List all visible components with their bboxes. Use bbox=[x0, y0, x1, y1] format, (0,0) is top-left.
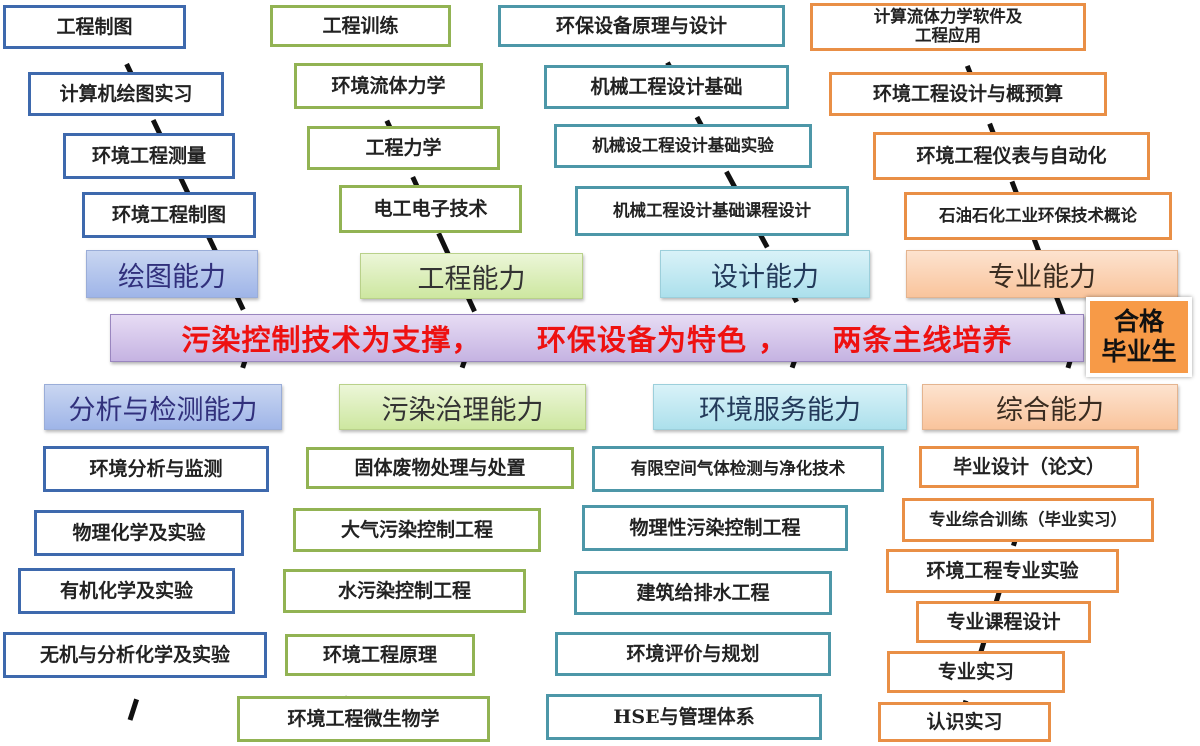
course-professional-project-design: 专业课程设计 bbox=[916, 601, 1091, 643]
qualified-graduate-box: 合格 毕业生 bbox=[1086, 297, 1192, 377]
category-pollution-control-ability: 污染治理能力 bbox=[339, 384, 586, 430]
course-graduation-thesis: 毕业设计（论文） bbox=[919, 446, 1139, 488]
category-env-service-ability: 环境服务能力 bbox=[653, 384, 907, 430]
course-cognition-internship: 认识实习 bbox=[878, 702, 1051, 742]
category-comprehensive-ability: 综合能力 bbox=[922, 384, 1178, 430]
course-air-pollution-control: 大气污染控制工程 bbox=[293, 508, 541, 552]
banner-part-3: 两条主线培养 bbox=[832, 323, 1013, 357]
course-hse-management: HSE与管理体系 bbox=[546, 694, 822, 740]
category-engineering-ability: 工程能力 bbox=[360, 253, 583, 299]
banner-part-1: 污染控制技术为支撑， bbox=[181, 323, 482, 357]
course-mech-design-basics: 机械工程设计基础 bbox=[544, 65, 789, 109]
course-professional-internship: 专业实习 bbox=[887, 651, 1065, 693]
course-cfd-software-line2: 工程应用 bbox=[915, 26, 981, 45]
graduate-line-1: 合格 bbox=[1113, 307, 1164, 336]
course-electrical-electronics: 电工电子技术 bbox=[339, 185, 522, 233]
course-physical-chemistry: 物理化学及实验 bbox=[34, 510, 244, 556]
course-env-equipment-design: 环保设备原理与设计 bbox=[498, 5, 785, 47]
course-professional-experiment: 环境工程专业实验 bbox=[886, 549, 1119, 593]
category-design-ability: 设计能力 bbox=[660, 250, 870, 298]
course-cfd-software: 计算流体力学软件及 工程应用 bbox=[810, 3, 1086, 51]
course-engineering-training: 工程训练 bbox=[270, 5, 451, 47]
course-environmental-surveying: 环境工程测量 bbox=[63, 133, 235, 179]
course-env-design-budget: 环境工程设计与概预算 bbox=[829, 72, 1107, 116]
course-env-assessment-planning: 环境评价与规划 bbox=[555, 632, 831, 676]
graduate-line-2: 毕业生 bbox=[1101, 337, 1177, 366]
category-professional-ability: 专业能力 bbox=[906, 250, 1178, 298]
training-mainline-banner: 污染控制技术为支撑， 环保设备为特色 ， 两条主线培养 bbox=[110, 314, 1084, 362]
course-env-analysis-monitoring: 环境分析与监测 bbox=[43, 446, 269, 492]
course-water-pollution-control: 水污染控制工程 bbox=[283, 569, 526, 613]
course-cfd-software-line1: 计算流体力学软件及 bbox=[873, 7, 1023, 27]
course-computer-drawing-practice: 计算机绘图实习 bbox=[28, 72, 224, 116]
course-mech-design-project: 机械工程设计基础课程设计 bbox=[575, 186, 849, 236]
course-petrochemical-env-tech: 石油石化工业环保技术概论 bbox=[904, 192, 1172, 240]
course-engineering-drawing: 工程制图 bbox=[3, 5, 186, 49]
course-physical-pollution-control: 物理性污染控制工程 bbox=[582, 505, 848, 551]
course-comprehensive-training: 专业综合训练（毕业实习） bbox=[902, 498, 1154, 542]
course-env-engineering-principles: 环境工程原理 bbox=[285, 634, 475, 676]
course-environmental-drawing: 环境工程制图 bbox=[82, 192, 256, 238]
banner-part-2: 环保设备为特色 ， bbox=[536, 323, 789, 357]
course-env-instrumentation: 环境工程仪表与自动化 bbox=[873, 132, 1150, 180]
course-environmental-fluid-mechanics: 环境流体力学 bbox=[294, 63, 483, 109]
category-analysis-ability: 分析与检测能力 bbox=[44, 384, 282, 430]
course-inorganic-analytical-chemistry: 无机与分析化学及实验 bbox=[3, 632, 267, 678]
category-drawing-ability: 绘图能力 bbox=[86, 250, 258, 298]
course-engineering-mechanics: 工程力学 bbox=[307, 126, 500, 170]
course-building-water-drainage: 建筑给排水工程 bbox=[574, 571, 832, 615]
course-solid-waste: 固体废物处理与处置 bbox=[306, 447, 574, 489]
course-mech-design-lab: 机械设工程设计基础实验 bbox=[554, 124, 812, 168]
course-confined-space-gas: 有限空间气体检测与净化技术 bbox=[592, 446, 884, 492]
course-organic-chemistry: 有机化学及实验 bbox=[18, 568, 235, 614]
course-env-microbiology: 环境工程微生物学 bbox=[237, 696, 490, 742]
